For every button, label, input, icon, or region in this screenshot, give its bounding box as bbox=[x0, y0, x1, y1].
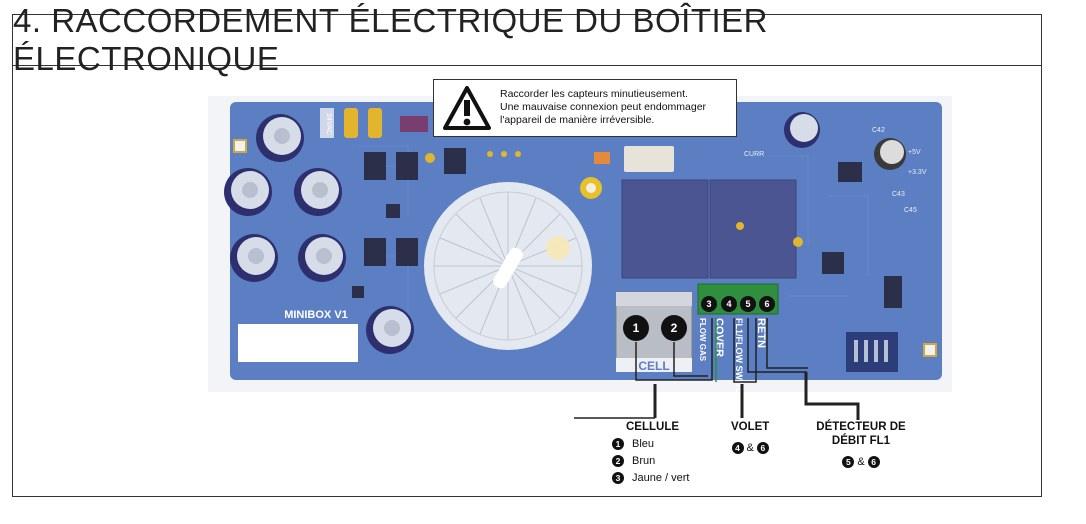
warning-line: Une mauvaise connexion peut endommager bbox=[500, 101, 707, 113]
yellow-jumper bbox=[344, 108, 382, 138]
cell-terminal-block: 1 2 CELL bbox=[615, 291, 693, 373]
page-title: 4. RACCORDEMENT ÉLECTRIQUE DU BOÎTIER ÉL… bbox=[13, 2, 768, 77]
title-bar: 4. RACCORDEMENT ÉLECTRIQUE DU BOÎTIER ÉL… bbox=[12, 2, 1042, 77]
cell-label: CELL bbox=[638, 359, 669, 373]
pads bbox=[233, 139, 937, 357]
silk-label: C43 bbox=[892, 191, 905, 198]
connector-header bbox=[400, 116, 428, 132]
silk-area bbox=[320, 108, 334, 138]
silk-label: +5V bbox=[908, 149, 921, 156]
ic-chips bbox=[352, 148, 902, 308]
voltage-label: 24VAC bbox=[325, 113, 332, 135]
legend-title: DÉTECTEUR DE bbox=[816, 421, 906, 433]
green-terminal-block: 3 4 5 6 bbox=[697, 283, 779, 315]
terminal-label: 3 bbox=[706, 299, 711, 309]
terminal-number bbox=[623, 315, 649, 341]
terminal-number bbox=[721, 296, 737, 312]
number-badge: 6 bbox=[867, 455, 880, 468]
legend-title: DÉBIT FL1 bbox=[831, 435, 891, 447]
capacitor bbox=[294, 168, 342, 216]
terminal-label: 4 bbox=[726, 299, 731, 309]
legend-nums: 4&6 bbox=[731, 439, 769, 457]
number-badge: 5 bbox=[842, 455, 855, 468]
smd-component bbox=[594, 152, 610, 164]
label-area bbox=[238, 324, 358, 362]
number-badge: 3 bbox=[612, 472, 624, 485]
fl1-label: FL1/FLOW SWITCH bbox=[734, 318, 744, 392]
relay bbox=[621, 179, 709, 279]
board-name-label: MINIBOX V1 bbox=[284, 309, 348, 321]
silk-label: CURR bbox=[744, 151, 764, 158]
warning-line: Raccorder les capteurs minutieusement. bbox=[500, 88, 688, 100]
screw-hole bbox=[546, 236, 570, 260]
silk-label: +3.3V bbox=[908, 169, 927, 176]
terminal-number bbox=[740, 296, 756, 312]
legend-item: 1 Bleu bbox=[612, 436, 689, 453]
relay bbox=[709, 179, 797, 279]
fuse bbox=[624, 146, 674, 172]
legend-label: Jaune / vert bbox=[632, 472, 690, 484]
capacitor bbox=[230, 234, 278, 282]
silk-label: C42 bbox=[872, 127, 885, 134]
legend-nums: 5&6 bbox=[812, 453, 910, 471]
ampersand: & bbox=[857, 455, 865, 468]
legend-title: CELLULE bbox=[626, 421, 680, 433]
terminal-label: 2 bbox=[671, 321, 678, 335]
legend-item: 3 Jaune / vert bbox=[612, 470, 689, 487]
legend-cellule: CELLULE 1 Bleu 2 Brun 3 Jaune / vert bbox=[612, 421, 689, 487]
legend-title: VOLET bbox=[731, 421, 770, 433]
pcb-traces bbox=[358, 145, 869, 326]
legend-item: 2 Brun bbox=[612, 453, 689, 470]
legend-label: Brun bbox=[632, 455, 656, 467]
warning-triangle-icon bbox=[443, 86, 491, 130]
terminal-label: 1 bbox=[633, 321, 640, 335]
terminal-number bbox=[701, 296, 717, 312]
cover-label: COVER bbox=[713, 318, 725, 357]
capacitor bbox=[256, 114, 304, 162]
ampersand: & bbox=[746, 441, 754, 454]
terminal-number bbox=[759, 296, 775, 312]
number-badge: 2 bbox=[612, 455, 624, 468]
test-points bbox=[425, 151, 803, 247]
capacitor bbox=[784, 112, 820, 148]
capacitor bbox=[366, 306, 414, 354]
capacitors bbox=[224, 112, 906, 354]
capacitor bbox=[874, 138, 906, 170]
warning-line: l'appareil de manière irréversible. bbox=[500, 114, 655, 126]
pin-header bbox=[846, 332, 898, 372]
warning-text: Raccorder les capteurs minutieusement. U… bbox=[500, 88, 706, 127]
transformer-coil bbox=[424, 182, 592, 350]
capacitor bbox=[224, 168, 272, 216]
terminal-label: 5 bbox=[745, 299, 750, 309]
terminal-label: 6 bbox=[764, 299, 769, 309]
terminal-number bbox=[661, 315, 687, 341]
number-badge: 1 bbox=[612, 438, 624, 451]
pcb-illustration: 24VAC +5V +3.3V CURR C42 C43 bbox=[208, 96, 952, 392]
legend-label: Bleu bbox=[632, 438, 655, 450]
warning-box: Raccorder les capteurs minutieusement. U… bbox=[433, 79, 737, 137]
capacitor bbox=[298, 234, 346, 282]
legend-detecteur: DÉTECTEUR DE DÉBIT FL1 5&6 bbox=[812, 421, 910, 471]
flow-gas-label: FLOW GAS bbox=[698, 318, 707, 362]
retn-label: RETN bbox=[755, 318, 767, 348]
number-badge: 4 bbox=[731, 441, 744, 454]
silk-label: C45 bbox=[904, 207, 917, 214]
number-badge: 6 bbox=[756, 441, 769, 454]
legend-volet: VOLET 4&6 bbox=[731, 421, 769, 457]
